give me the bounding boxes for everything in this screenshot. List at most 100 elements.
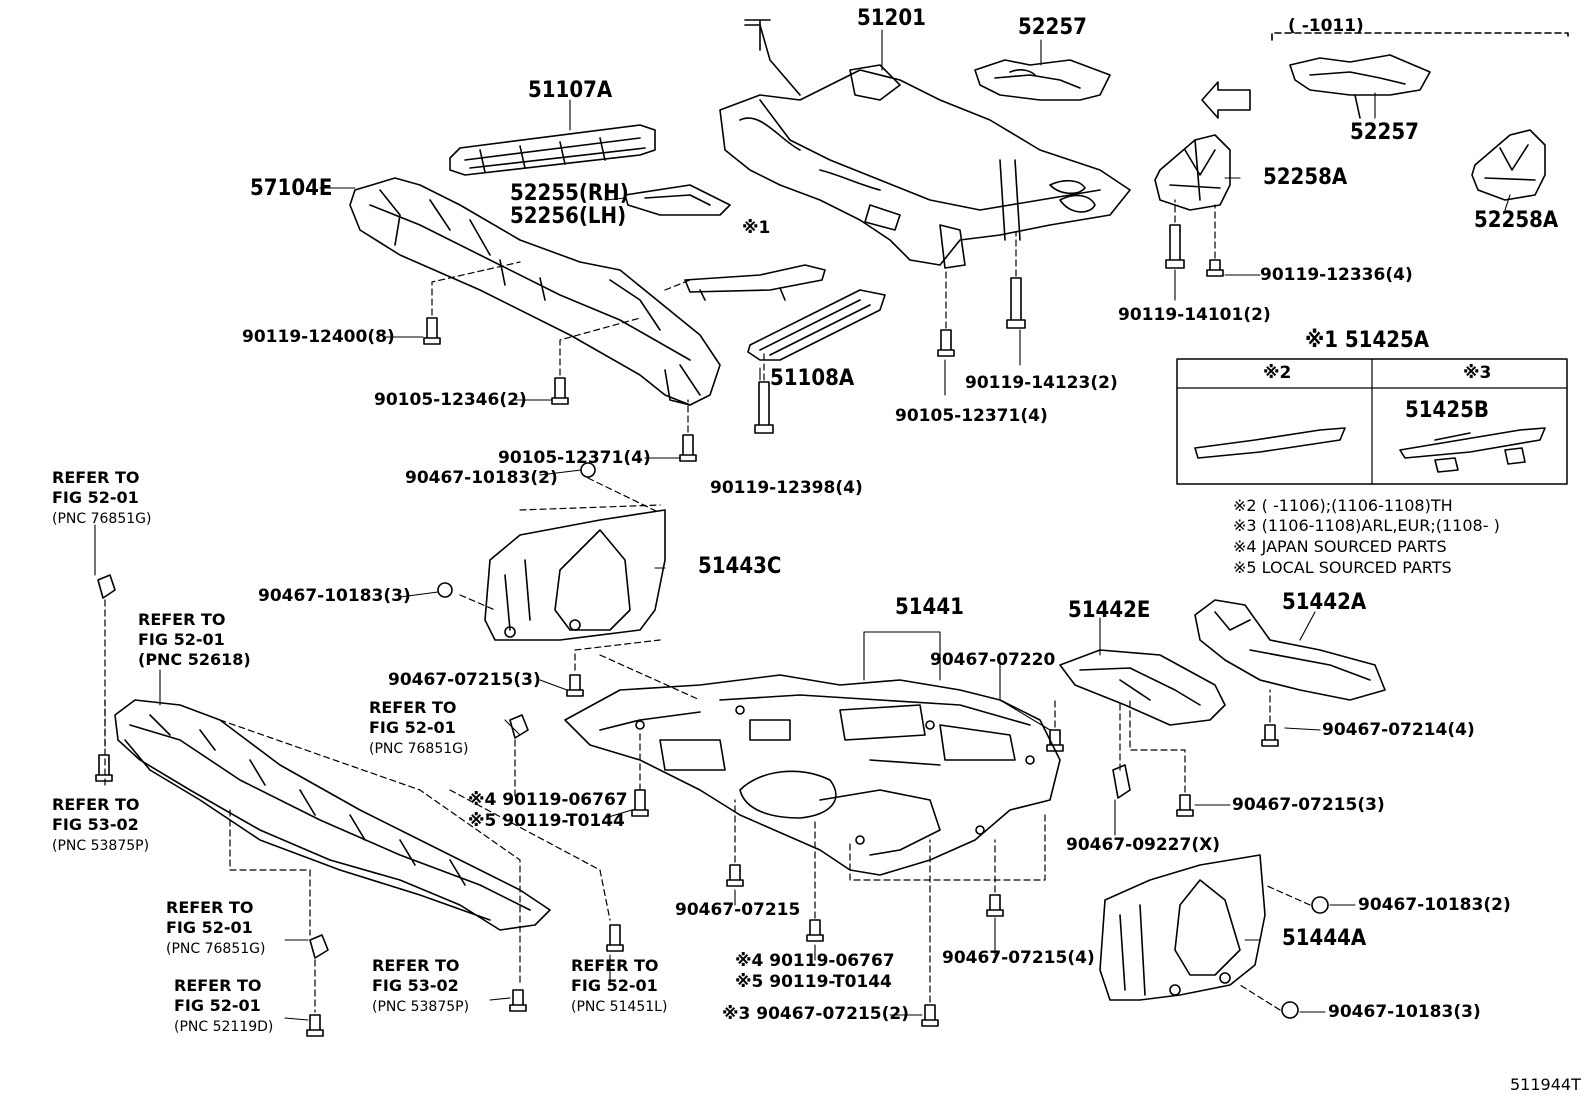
label-52257-alt[interactable]: 52257 bbox=[1350, 120, 1419, 145]
label-fastener[interactable]: 90467-07220 bbox=[930, 650, 1056, 670]
direction-arrow bbox=[1201, 81, 1251, 119]
label-fastener[interactable]: 90467-07215(4) bbox=[942, 948, 1095, 968]
brace-51425A[interactable] bbox=[684, 264, 826, 301]
assembly-lines-upper bbox=[431, 199, 1216, 513]
label-fastener[interactable]: ※5 90119-T0144 bbox=[468, 811, 625, 831]
label-fastener[interactable]: 90105-12346(2) bbox=[374, 390, 527, 410]
cover-51442E[interactable] bbox=[1059, 649, 1226, 726]
marker-range: ( -1011) bbox=[1288, 16, 1364, 36]
ref-c: (PNC 52119D) bbox=[174, 1019, 274, 1035]
bumper-absorber-left[interactable] bbox=[114, 699, 551, 931]
bolts-upper bbox=[423, 224, 1224, 598]
label-fastener[interactable]: 90467-07215(3) bbox=[1232, 795, 1385, 815]
crossmember-51201[interactable] bbox=[719, 19, 1131, 269]
label-52255[interactable]: 52255(RH) bbox=[510, 181, 629, 206]
bracket-52257-alt[interactable] bbox=[1289, 54, 1431, 119]
fasteners-lower bbox=[95, 574, 1329, 1037]
ref-a: REFER TO bbox=[174, 976, 262, 995]
label-51442E[interactable]: 51442E bbox=[1068, 598, 1151, 623]
ref-c: (PNC 76851G) bbox=[52, 511, 152, 527]
label-fastener[interactable]: 90119-14123(2) bbox=[965, 373, 1118, 393]
variant-box bbox=[1176, 358, 1568, 485]
ref-c: (PNC 51451L) bbox=[571, 999, 668, 1015]
ref-c: (PNC 52618) bbox=[138, 650, 251, 669]
ref-b[interactable]: FIG 52-01 bbox=[166, 918, 253, 937]
cover-51441[interactable] bbox=[564, 674, 1061, 876]
cover-51444A[interactable] bbox=[1099, 854, 1266, 1001]
label-51201[interactable]: 51201 bbox=[857, 6, 926, 31]
label-52258A-main[interactable]: 52258A bbox=[1263, 165, 1348, 190]
marker-note-1: ※1 bbox=[742, 218, 771, 238]
label-fastener[interactable]: 90105-12371(4) bbox=[895, 406, 1048, 426]
note-line: ※3 (1106-1108)ARL,EUR;(1108- ) bbox=[1233, 516, 1500, 535]
label-leaders bbox=[94, 29, 1511, 1021]
label-fastener[interactable]: 90467-10183(3) bbox=[258, 586, 411, 606]
label-51441[interactable]: 51441 bbox=[895, 595, 964, 620]
label-51425B[interactable]: 51425B bbox=[1405, 398, 1489, 423]
label-57104E[interactable]: 57104E bbox=[250, 176, 333, 201]
label-fastener[interactable]: 90119-12336(4) bbox=[1260, 265, 1413, 285]
label-fastener[interactable]: ※4 90119-06767 bbox=[468, 790, 628, 810]
bracket-52257-top[interactable] bbox=[974, 59, 1111, 101]
label-51443C[interactable]: 51443C bbox=[698, 554, 782, 579]
label-51108A[interactable]: 51108A bbox=[770, 366, 855, 391]
label-fastener[interactable]: 90467-10183(2) bbox=[1358, 895, 1511, 915]
label-fastener[interactable]: 90105-12371(4) bbox=[498, 448, 651, 468]
label-fastener[interactable]: 90467-07215(3) bbox=[388, 670, 541, 690]
label-fastener[interactable]: 90119-12398(4) bbox=[710, 478, 863, 498]
ref-b[interactable]: FIG 52-01 bbox=[369, 718, 456, 737]
bracket-52258A-main[interactable] bbox=[1154, 134, 1231, 211]
ref-a: REFER TO bbox=[52, 795, 140, 814]
ref-b[interactable]: FIG 53-02 bbox=[52, 815, 139, 834]
ref-a: REFER TO bbox=[166, 898, 254, 917]
note-line: ※4 JAPAN SOURCED PARTS bbox=[1233, 537, 1447, 556]
note-line: ※5 LOCAL SOURCED PARTS bbox=[1233, 558, 1452, 577]
label-fastener[interactable]: 90467-07214(4) bbox=[1322, 720, 1475, 740]
bracket-51108A[interactable] bbox=[747, 289, 886, 361]
label-fastener[interactable]: 90467-09227(X) bbox=[1066, 835, 1220, 855]
label-fastener[interactable]: ※3 90467-07215(2) bbox=[722, 1004, 909, 1024]
label-fastener[interactable]: 90119-14101(2) bbox=[1118, 305, 1271, 325]
cover-51442A[interactable] bbox=[1194, 599, 1386, 701]
label-51444A[interactable]: 51444A bbox=[1282, 926, 1367, 951]
variant-col-2: ※2 bbox=[1263, 363, 1292, 383]
label-52256[interactable]: 52256(LH) bbox=[510, 204, 627, 229]
label-51425A[interactable]: ※1 51425A bbox=[1305, 328, 1430, 353]
label-fastener[interactable]: ※4 90119-06767 bbox=[735, 951, 895, 971]
ref-c: (PNC 76851G) bbox=[369, 741, 469, 757]
ref-a: REFER TO bbox=[138, 610, 226, 629]
label-52258A-alt[interactable]: 52258A bbox=[1474, 208, 1559, 233]
ref-c: (PNC 53875P) bbox=[52, 838, 150, 854]
label-fastener[interactable]: 90119-12400(8) bbox=[242, 327, 395, 347]
variant-range-bracket bbox=[1271, 32, 1569, 41]
ref-a: REFER TO bbox=[372, 956, 460, 975]
crossmember-57104E[interactable] bbox=[349, 177, 721, 406]
bracket-52258A-alt[interactable] bbox=[1471, 129, 1546, 201]
reinforcement-51107A[interactable] bbox=[449, 124, 656, 176]
ref-a: REFER TO bbox=[52, 468, 140, 487]
assembly-lines-lower bbox=[104, 594, 1311, 1013]
figure-id: 511944T bbox=[1510, 1075, 1581, 1094]
note-line: ※2 ( -1106);(1106-1108)TH bbox=[1233, 496, 1453, 515]
ref-c: (PNC 76851G) bbox=[166, 941, 266, 957]
plate-52255-52256[interactable] bbox=[624, 184, 731, 216]
ref-b[interactable]: FIG 52-01 bbox=[571, 976, 658, 995]
label-52257-top[interactable]: 52257 bbox=[1018, 15, 1087, 40]
label-fastener[interactable]: ※5 90119-T0144 bbox=[735, 972, 892, 992]
variant-col-3: ※3 bbox=[1463, 363, 1492, 383]
ref-a: REFER TO bbox=[369, 698, 457, 717]
label-51442A[interactable]: 51442A bbox=[1282, 590, 1367, 615]
label-51107A[interactable]: 51107A bbox=[528, 78, 613, 103]
ref-c: (PNC 53875P) bbox=[372, 999, 470, 1015]
ref-b[interactable]: FIG 52-01 bbox=[138, 630, 225, 649]
ref-b[interactable]: FIG 52-01 bbox=[174, 996, 261, 1015]
ref-b[interactable]: FIG 52-01 bbox=[52, 488, 139, 507]
ref-b[interactable]: FIG 53-02 bbox=[372, 976, 459, 995]
label-fastener[interactable]: 90467-10183(2) bbox=[405, 468, 558, 488]
label-fastener[interactable]: 90467-07215 bbox=[675, 900, 801, 920]
label-fastener[interactable]: 90467-10183(3) bbox=[1328, 1002, 1481, 1022]
cover-51443C[interactable] bbox=[484, 504, 666, 641]
ref-a: REFER TO bbox=[571, 956, 659, 975]
